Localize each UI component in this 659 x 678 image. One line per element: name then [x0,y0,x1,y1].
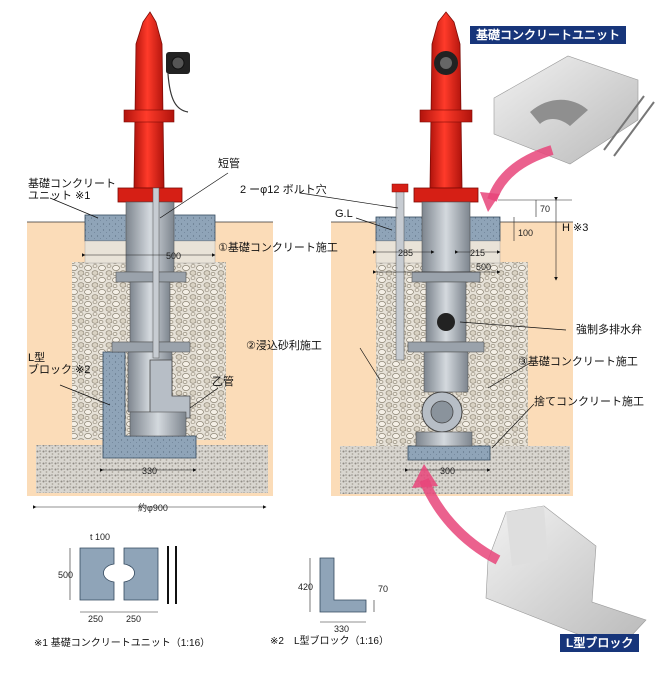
right-hydrant-body [429,11,463,189]
left-short-pipe [152,187,160,359]
detail-unit-t: t 100 [90,532,110,542]
dim-right-100: 100 [518,228,533,238]
label-step3: ③基礎コンクリート施工 [518,356,638,368]
dim-right-215: 215 [470,248,485,258]
detail-block-420: 420 [298,582,313,592]
detail-block-330: 330 [334,624,349,634]
right-leveling-concrete [407,445,491,461]
detail-unit-500: 500 [58,570,73,580]
drain-valve-icon [437,313,455,331]
label-bolt-holes: 2 ーφ12 ボルト穴 [240,184,327,196]
right-riser-pipe [421,201,471,273]
label-h3: H ※3 [562,222,589,234]
detail-l-block: 420 70 330 [298,557,388,634]
badge-concrete-unit: 基礎コンクリートユニット [470,26,627,44]
right-hydrant-flange [413,187,479,203]
label-step2: ②浸込砂利施工 [246,340,322,352]
detail-concrete-unit: t 100 500 250 250 [58,532,177,624]
right-section: 285 215 500 300 100 70 [299,11,573,496]
label-unit-left: 基礎コンクリート ユニット ※1 [28,178,116,202]
detail-unit-250b: 250 [126,614,141,624]
label-drain-valve: 強制多排水弁 [576,324,642,336]
dim-right-300: 300 [440,466,455,476]
left-section: 500 330 約φ900 [27,11,273,513]
left-hydrant-flange [117,187,183,203]
photo-l-block [485,505,647,651]
arrow-unit-to-section [487,145,554,202]
detail-block-70: 70 [378,584,388,594]
dim-left-900: 約φ900 [138,502,168,513]
label-gl: G.L [335,208,353,220]
label-l-block: L型 ブロック ※2 [28,352,91,376]
detail-unit-250a: 250 [88,614,103,624]
label-short-pipe: 短管 [218,158,240,170]
left-riser-pipe [125,201,175,273]
dim-right-70: 70 [540,204,550,214]
dim-left-330: 330 [142,466,157,476]
dim-right-500: 500 [476,262,491,272]
photo-concrete-unit [493,55,655,165]
label-otsu-pipe: 乙管 [212,376,234,388]
label-leveling: 捨てコンクリート施工 [534,396,644,408]
caption-unit: ※1 基礎コンクリートユニット（1:16） [34,638,211,649]
dim-right-285: 285 [398,248,413,258]
label-step1: ①基礎コンクリート施工 [218,242,338,254]
right-bolt-rod [395,187,405,361]
left-hydrant-body [133,11,165,189]
arrow-block-to-section [419,478,501,565]
dim-left-500: 500 [166,251,181,261]
badge-l-block: L型ブロック [560,634,640,652]
caption-block: ※2 L型ブロック（1:16） [270,636,389,647]
